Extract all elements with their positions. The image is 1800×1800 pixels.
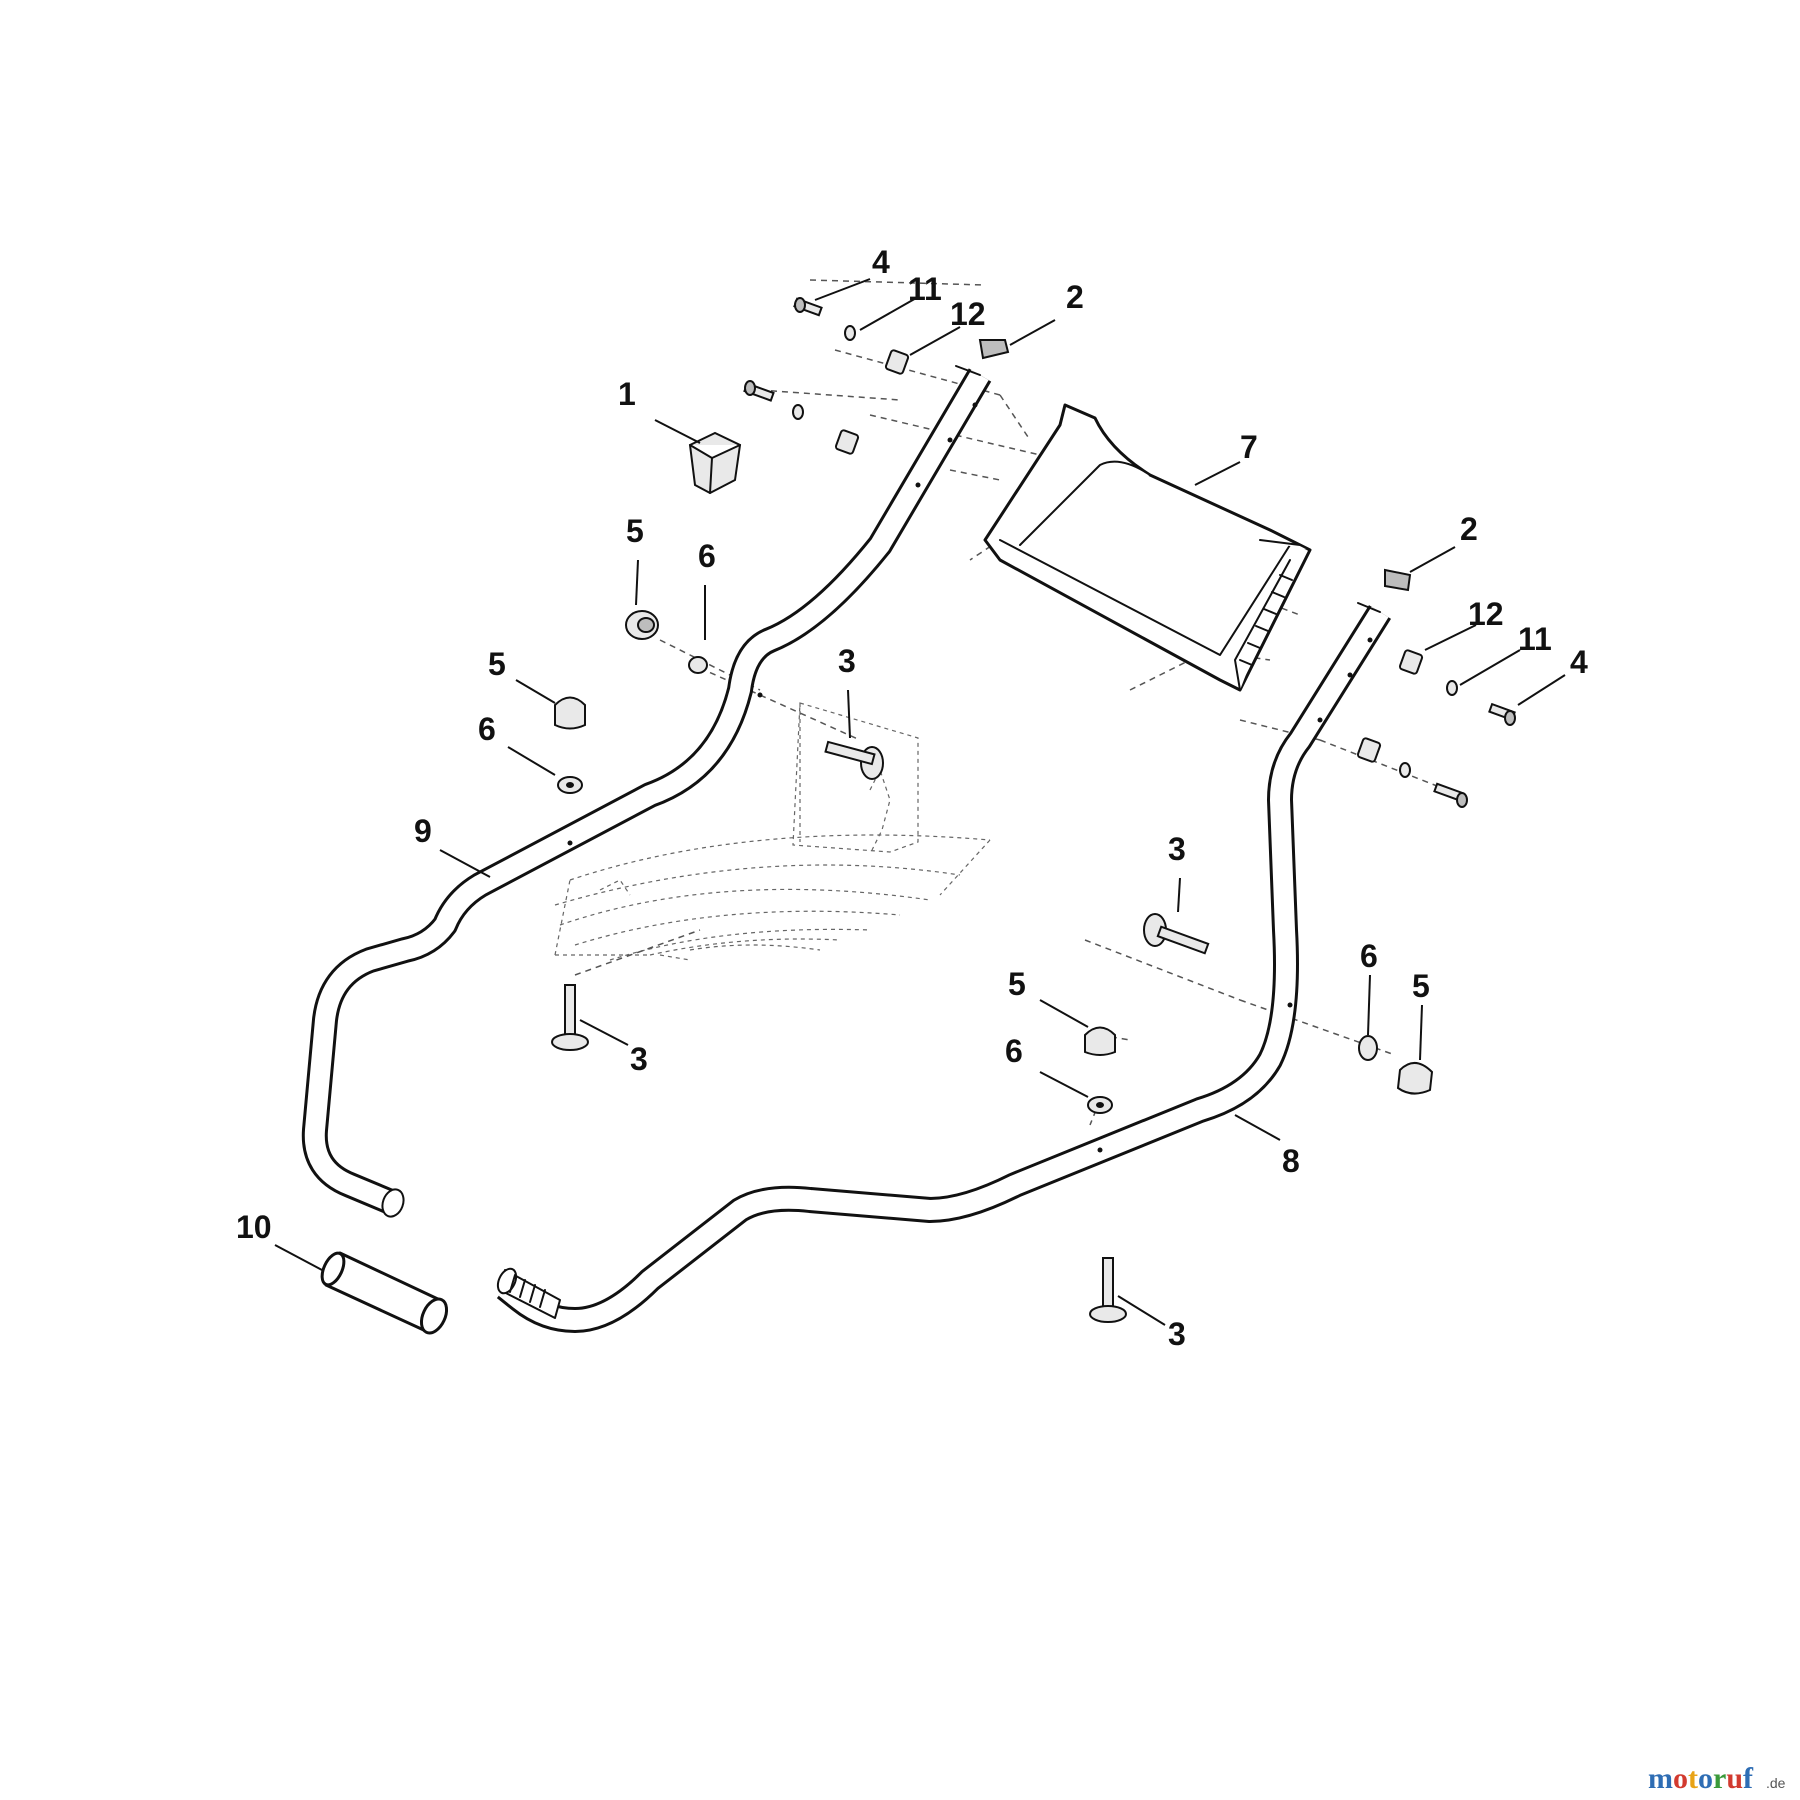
watermark-letter: o [1698,1762,1713,1795]
callout-3-c: 3 [630,1041,648,1077]
leader-lines [274,278,1566,1326]
watermark-letter: t [1688,1762,1698,1795]
grip-tube [320,1251,449,1335]
callout-5-b: 5 [488,646,506,682]
watermark-logo: motoruf .de [1648,1762,1786,1795]
control-panel [983,403,1312,692]
svg-text:motoruf: motoruf [1648,1762,1754,1795]
hardware-top-left [743,297,1010,455]
callout-3-b: 3 [1168,831,1186,867]
callout-9: 9 [414,813,432,849]
callout-5-c: 5 [1008,966,1026,1002]
watermark-letter: o [1673,1762,1688,1795]
carriage-bolts [551,740,1210,1323]
callout-12-right: 12 [1468,596,1504,632]
callout-8: 8 [1282,1143,1300,1179]
callout-1: 1 [618,376,636,412]
callout-2-top: 2 [1066,279,1084,315]
callout-11-right: 11 [1518,621,1552,657]
callout-3-d: 3 [1168,1316,1186,1352]
callout-10: 10 [236,1209,272,1245]
callout-6-a: 6 [698,538,716,574]
knob [688,431,742,495]
callout-7: 7 [1240,429,1258,465]
callout-numbers: 4 11 12 2 1 7 5 6 2 12 11 4 3 5 6 9 3 6 … [236,244,1588,1352]
callout-2-right: 2 [1460,511,1478,547]
nuts-and-washers [554,610,1434,1114]
watermark-letter: u [1726,1762,1743,1795]
callout-4-right: 4 [1570,644,1588,680]
callout-5-a: 5 [626,513,644,549]
callout-5-d: 5 [1412,968,1430,1004]
handle-tube-right [496,602,1392,1333]
watermark-letter: r [1713,1762,1726,1795]
deck-outline [554,702,991,961]
callout-11-top: 11 [908,271,942,307]
hardware-right [1356,568,1516,808]
callout-4-top: 4 [872,244,890,280]
callout-3-a: 3 [838,643,856,679]
handle-tube-left [301,365,992,1218]
watermark-tld: .de [1766,1775,1786,1791]
callout-12-top: 12 [950,296,986,332]
watermark-letter: m [1648,1762,1673,1795]
callout-6-c: 6 [1360,938,1378,974]
callout-6-b: 6 [478,711,496,747]
watermark-letter: f [1743,1762,1754,1795]
callout-6-d: 6 [1005,1033,1023,1069]
